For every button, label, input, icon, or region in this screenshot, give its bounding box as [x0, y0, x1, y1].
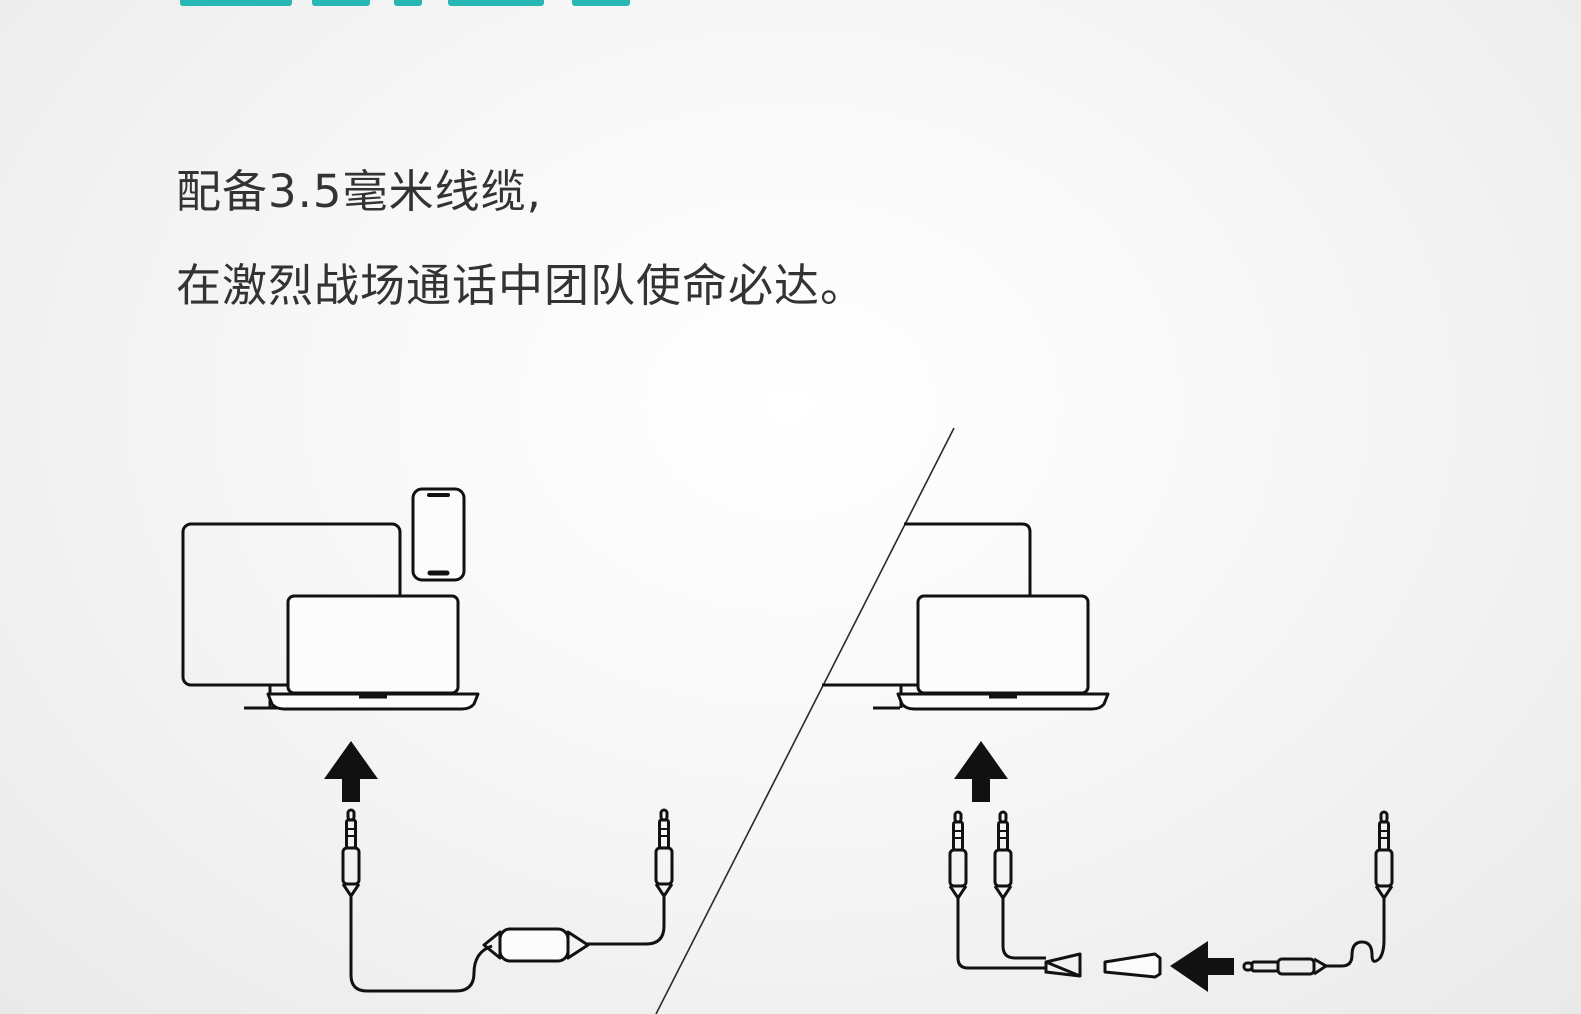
audio-plug-icon: [1374, 810, 1394, 900]
laptop-icon: [266, 594, 480, 711]
arrow-up-icon: [954, 741, 1008, 802]
feature-copy-line-2: 在激烈战场通话中团队使命必达。: [176, 259, 867, 312]
cable-with-inline-control: [341, 808, 674, 993]
header-accent-bar: [572, 0, 630, 6]
audio-plug-icon: [993, 810, 1013, 900]
splitter-icon: [1044, 952, 1162, 979]
feature-copy-line-1: 配备3.5毫米线缆,: [176, 165, 542, 218]
feature-copy: 配备3.5毫米线缆, 在激烈战场通话中团队使命必达。: [176, 145, 866, 333]
arrow-up-icon: [324, 741, 378, 802]
extension-cable: [1242, 810, 1394, 976]
header-accent: [180, 0, 630, 8]
audio-plug-icon: [654, 808, 674, 898]
audio-plug-icon: [341, 808, 361, 898]
divider-line: [655, 427, 955, 1014]
audio-plug-icon: [948, 810, 968, 900]
audio-plug-icon: [1242, 957, 1329, 976]
header-accent-bar: [312, 0, 370, 6]
laptop-icon: [896, 594, 1110, 711]
right-panel: [822, 522, 1394, 992]
header-accent-bar: [180, 0, 292, 6]
header-accent-bar: [448, 0, 544, 6]
smartphone-icon: [411, 487, 466, 582]
left-panel: [181, 487, 674, 993]
header-accent-bar: [394, 0, 422, 6]
splitter-cable: [948, 810, 1162, 979]
arrow-left-icon: [1170, 941, 1234, 992]
inline-control-icon: [482, 927, 590, 963]
